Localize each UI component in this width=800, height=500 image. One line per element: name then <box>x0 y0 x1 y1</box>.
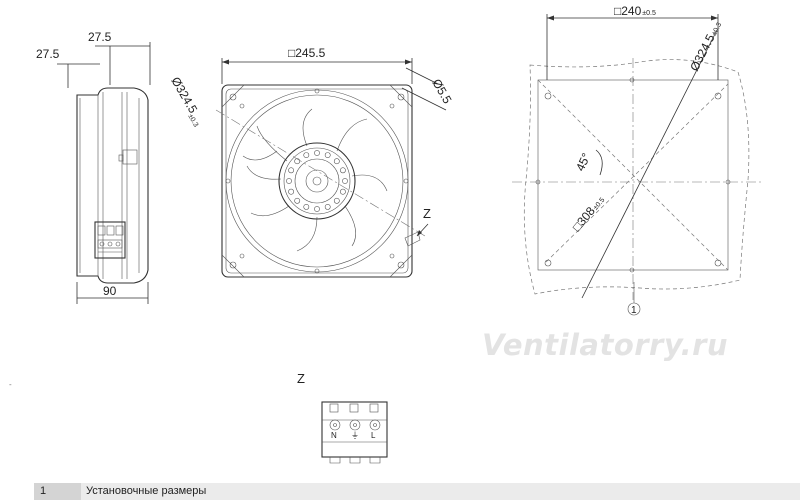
side-dim-top-label: 27.5 <box>88 30 112 44</box>
hub-bolt <box>314 206 320 212</box>
front-dim-width-label: □245.5 <box>288 46 326 60</box>
mounting-view: □240±0.5 Ø324.5±0.3 □308±0.5 45° 1 <box>512 4 762 316</box>
side-dim-left-label: 27.5 <box>36 47 60 61</box>
hub-bolt <box>339 188 346 195</box>
front-mounting-holes <box>225 88 409 274</box>
stray-mark: - <box>9 380 12 389</box>
side-dim-depth-label: 90 <box>103 284 117 298</box>
impeller-blades <box>242 108 388 252</box>
front-dim-hole-label: Ø5.5 <box>429 77 454 107</box>
front-view: □245.5 Ø5.5 Ø324.5±0.3 Z <box>167 46 455 278</box>
hub-bolt <box>294 197 301 204</box>
side-view-housing <box>76 87 149 284</box>
detail-z-title: Z <box>297 371 305 386</box>
hub-bolt <box>333 158 340 165</box>
mount-dim-diagonal-label: □308±0.5 <box>570 193 608 234</box>
hub-bolt <box>324 152 331 158</box>
mount-angle-label: 45° <box>573 151 593 174</box>
callout-circle <box>627 302 641 316</box>
side-view-terminal-block <box>94 221 126 259</box>
impeller-hub <box>278 142 356 220</box>
terminal-ground-label: ⏚ <box>351 431 359 440</box>
front-dim-diameter-label: Ø324.5±0.3 <box>167 75 207 129</box>
legend-number: 1 <box>34 483 81 500</box>
hub-bolt <box>342 178 348 184</box>
terminal-n-label: N <box>331 431 337 440</box>
mount-dim-diameter-label: Ø324.5±0.3 <box>687 19 724 74</box>
hub-bolt <box>303 203 310 210</box>
callout-label: 1 <box>631 305 637 316</box>
hub-bolt <box>286 178 292 184</box>
hub-bolt <box>294 158 301 165</box>
mount-dim-square-label: □240±0.5 <box>614 4 656 18</box>
detail-z: Z N ⏚ L <box>297 371 388 464</box>
mounting-holes <box>535 77 731 273</box>
legend-row: 1 Установочные размеры <box>34 483 800 500</box>
terminal-l-label: L <box>371 431 376 440</box>
detail-z-marker: Z <box>423 206 431 221</box>
mounting-cutout-outline <box>523 59 750 295</box>
hub-bolt <box>288 167 294 174</box>
hub-bolt <box>314 150 320 156</box>
front-view-housing <box>221 84 413 278</box>
hub-bolt <box>333 197 340 204</box>
side-view: 27.5 27.5 90 <box>36 30 151 304</box>
hub-bolt <box>339 167 346 174</box>
hub-bolt <box>303 152 310 158</box>
hub-bolt <box>288 188 294 195</box>
hub-bolt <box>324 203 331 210</box>
legend-text: Установочные размеры <box>86 485 207 497</box>
watermark: Ventilatorry.ru <box>482 328 729 362</box>
